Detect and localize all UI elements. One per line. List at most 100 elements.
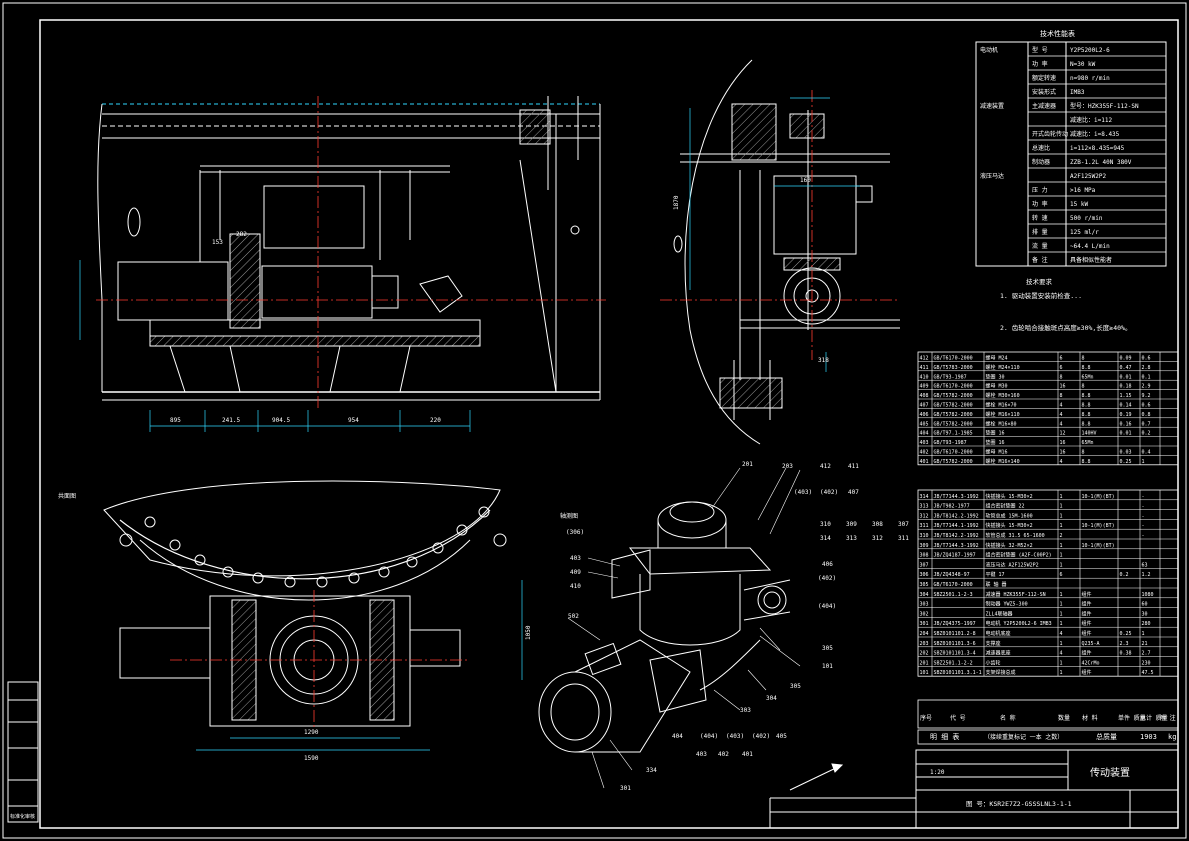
title-block-text: 传动装置 图 号：KSR2E7Z2-GSSSLNL3-1-1 1:20 总质量 … [930, 732, 1176, 808]
bom-cell: JB/T7144.1-1992 [934, 523, 979, 529]
bom-cell: 0.6 [1142, 403, 1151, 409]
plan-view-dimensions [196, 580, 523, 751]
callout-label: 311 [898, 535, 909, 542]
callout-label: 308 [872, 521, 883, 528]
bom-cell: 230 [1142, 660, 1151, 666]
callout-label: 406 [822, 561, 833, 568]
bom-cell: 8 [1082, 450, 1085, 456]
bom-cell: 8.8 [1082, 403, 1091, 409]
bom-cell: 螺母 M24 [986, 355, 1008, 362]
callout-label: (402) [752, 733, 770, 740]
bom-cell: 1 [1060, 660, 1063, 666]
bom-cell: 组件 [1082, 630, 1092, 637]
gear-housing [263, 185, 365, 249]
tech-req-title: 技术要求 [1026, 277, 1053, 286]
bom-cell: 47.5 [1142, 670, 1154, 676]
bom-cell: 螺栓 M16×110 [986, 411, 1020, 418]
bom-cell: 螺母 M30 [986, 383, 1008, 390]
tech-param-key: 压 力 [1032, 186, 1048, 194]
tech-param-key: 安装形式 [1032, 88, 1056, 96]
dim-label: 904.5 [272, 417, 290, 424]
isometric-view[interactable] [538, 501, 791, 753]
bom-cell: 1 [1142, 631, 1145, 637]
bom-cell: 65Mn [1082, 440, 1094, 446]
dim-label: 1290 [304, 729, 319, 736]
bom-cell: 螺栓 M16×70 [986, 402, 1017, 409]
tech-req-item: 2. 齿轮啮合接触斑点高度≥30%,长度≥40%。 [1000, 323, 1131, 332]
bom-cell: 301 [920, 621, 929, 627]
callout-label: 334 [646, 767, 657, 774]
bom-cell: 组件 [1082, 669, 1092, 676]
bom-cell: 410 [920, 374, 929, 380]
bom-cell: 6 [1060, 572, 1063, 578]
bom-cell: 快插接头 15-M30×2 [986, 493, 1033, 500]
plan-view[interactable] [103, 480, 507, 730]
bom-cell: 42CrMo [1082, 660, 1100, 666]
bom-cell: 0.1 [1142, 374, 1151, 380]
bom-cell: 螺栓 M16×140 [986, 458, 1020, 465]
bom-cell: 1 [1060, 523, 1063, 529]
bom-cell: 16 [1060, 450, 1066, 456]
total-weight-value: 1903 [1140, 733, 1157, 741]
tech-requirements: 技术要求 1. 驱动装置安装前检查... 2. 齿轮啮合接触斑点高度≥30%,长… [1000, 277, 1131, 332]
bom-cell: 8.8 [1082, 412, 1091, 418]
tech-param-value: 具备相似性能者 [1070, 256, 1112, 264]
bom-cell: 280 [1142, 621, 1151, 627]
bom-cell: ZLL4联轴器 [986, 610, 1013, 617]
callout-label: 301 [620, 785, 631, 792]
tech-param-key: 转 速 [1032, 214, 1048, 222]
bom-cell: 407 [920, 403, 929, 409]
bom-header-cell: 序号 [920, 714, 932, 722]
bom-cell: 12 [1060, 431, 1066, 437]
bom-cell: 304 [920, 592, 929, 598]
side-section-view[interactable] [660, 59, 900, 445]
tech-param-value: Y2P5200L2-6 [1070, 47, 1110, 54]
bom-cell: JB/T982-1977 [934, 504, 970, 510]
bom-cell: 液压马达 A2F125W2P2 [986, 561, 1039, 568]
bom-cell: 2.7 [1142, 651, 1151, 657]
tech-param-key: 排 量 [1032, 228, 1048, 236]
bom-cell: SBZ2501.1-2-3 [934, 592, 973, 598]
callout-label: 407 [848, 489, 859, 496]
plan-dim-text: 1290 1590 1050 共面图 轴测图 [58, 492, 578, 762]
bom-cell: 组合密封垫圈 (A2F-C00P2) [986, 552, 1052, 559]
bom-cell: 8.8 [1082, 421, 1091, 427]
bom-cell: 螺栓 M24×110 [986, 364, 1020, 371]
ring-gear-bolts [119, 506, 507, 588]
callout-label: 305 [822, 645, 833, 652]
bom-cell: 组件 [1082, 610, 1092, 617]
bom-cell: 0.01 [1120, 374, 1132, 380]
bom-cell: GB/T93-1987 [934, 440, 967, 446]
bom-cell: 405 [920, 421, 929, 427]
bom-cell: - [1142, 513, 1145, 519]
tech-param-group: 液压马达 [980, 172, 1004, 180]
bom-cell: 1.15 [1120, 393, 1132, 399]
section-housing [773, 175, 857, 255]
bom-cell: JB/ZQ4187-1997 [934, 553, 976, 559]
bom-cell: GB/T5782-2000 [934, 459, 973, 465]
tech-param-key: 开式齿轮传动 [1032, 130, 1068, 138]
front-view[interactable] [96, 96, 606, 408]
bom-cell: 软管总成 31.5 65-1600 [986, 532, 1045, 539]
bom-cell: 305 [920, 582, 929, 588]
bom-cell: 10-1(M)(BT) [1082, 543, 1115, 549]
bom-cell: 8 [1060, 374, 1063, 380]
bom-cell: 组合密封垫圈 22 [986, 503, 1025, 510]
tech-param-value: 15 kW [1070, 201, 1088, 208]
bom-cell: JB/ZQ4348-97 [934, 572, 970, 578]
dim-label: 153 [212, 239, 223, 246]
bom-cell: 1 [1060, 621, 1063, 627]
bom-cell: 垫圈 16 [986, 430, 1005, 437]
bom-cell: 16 [1060, 384, 1066, 390]
side-stamp-table [7, 681, 39, 823]
bom-cell: SBZ0101101.3-4 [934, 651, 976, 657]
bom-cell: 310 [920, 533, 929, 539]
bom-cell: 0.6 [1142, 356, 1151, 362]
bom-cell: 1 [1060, 562, 1063, 568]
bom-cell: JB/T8142.2-1992 [934, 513, 979, 519]
callout-label: 409 [570, 569, 581, 576]
tech-param-key: 制动器 [1032, 158, 1050, 166]
dim-label: 895 [170, 417, 181, 424]
